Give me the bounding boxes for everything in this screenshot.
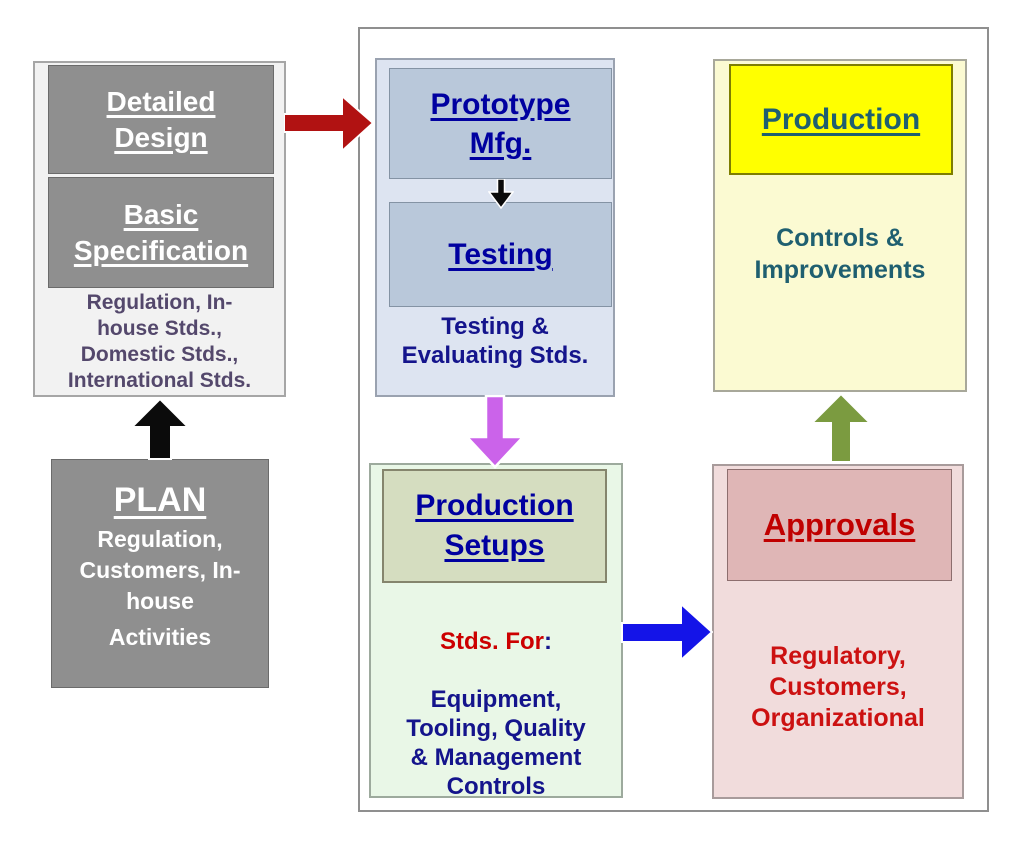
- setups-note-body: Equipment, Tooling, Quality & Management…: [406, 686, 586, 800]
- red-right-arrow-icon: [284, 95, 374, 153]
- detailed-design-box: Detailed Design: [48, 65, 274, 174]
- plan-box: PLAN Regulation, Customers, In- house Ac…: [51, 459, 269, 688]
- testing-note: Testing & Evaluating Stds.: [401, 313, 589, 369]
- production-setups-box: Production Setups: [382, 469, 607, 583]
- plan-note-last-line: Activities: [108, 624, 212, 650]
- setups-note: Stds. For: Equipment, Tooling, Quality &…: [369, 598, 623, 801]
- approvals-box: Approvals: [727, 469, 952, 581]
- production-box: Production: [729, 64, 953, 175]
- olive-up-arrow-icon: [811, 393, 871, 463]
- blue-right-arrow-icon: [621, 602, 713, 662]
- setups-note-prefix: Stds. For: [439, 628, 544, 655]
- setups-note-colon: :: [544, 628, 552, 655]
- purple-down-arrow-icon: [466, 395, 524, 469]
- plan-title: PLAN: [113, 481, 207, 519]
- small-black-down-arrow-icon: [488, 179, 514, 209]
- black-up-arrow-icon: [131, 398, 189, 460]
- approvals-note: Regulatory, Customers, Organizational: [751, 642, 925, 732]
- standards-note: Regulation, In- house Stds., Domestic St…: [67, 291, 252, 392]
- production-note: Controls & Improvements: [754, 224, 926, 284]
- plan-note: Regulation, Customers, In- house: [79, 526, 241, 614]
- prototype-mfg-box: Prototype Mfg.: [389, 68, 612, 179]
- testing-box: Testing: [389, 202, 612, 307]
- basic-specification-box: Basic Specification: [48, 177, 274, 288]
